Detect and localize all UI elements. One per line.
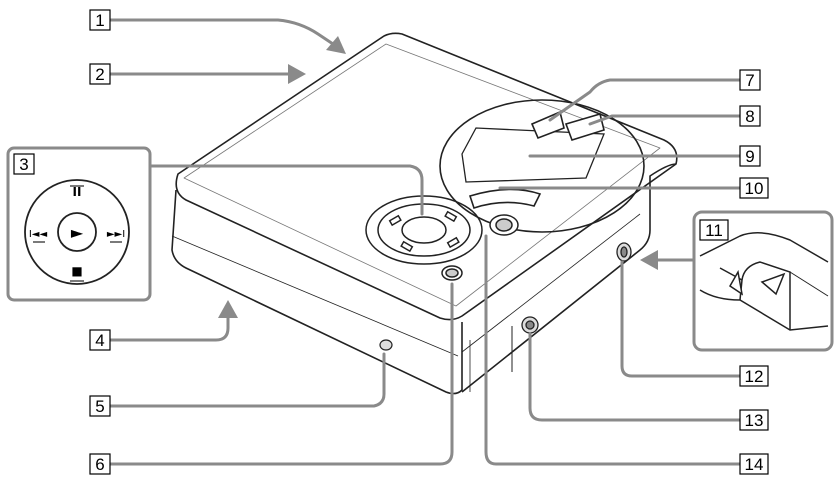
callout-6: 6 xyxy=(89,453,111,475)
arrowhead-11 xyxy=(640,250,658,270)
button-14[interactable] xyxy=(489,214,519,236)
jack-13 xyxy=(521,316,539,334)
display-button-8[interactable] xyxy=(564,112,605,141)
callout-2: 2 xyxy=(89,63,111,85)
display-button-7[interactable] xyxy=(530,110,565,140)
inset-stop-symbol: ■ xyxy=(71,264,82,278)
callout-13: 13 xyxy=(739,409,769,431)
svg-text:4: 4 xyxy=(95,331,104,350)
inset-controls: ► II ■ I◄◄ ►►I xyxy=(6,146,152,302)
callout-4: 4 xyxy=(89,329,111,351)
callout-lines xyxy=(108,18,742,466)
inset-pause-symbol: II xyxy=(73,185,82,199)
device-front-face xyxy=(171,189,463,395)
callout-9: 9 xyxy=(739,145,761,167)
callout-3: 3 xyxy=(13,153,35,175)
control-center-button[interactable] xyxy=(401,216,447,244)
callout-7: 7 xyxy=(739,69,761,91)
callout-8: 8 xyxy=(739,105,761,127)
callout-arrowheads xyxy=(218,36,658,318)
callout-5: 5 xyxy=(89,395,111,417)
inset-prev-symbol: I◄◄ xyxy=(29,229,48,240)
arrowhead-1 xyxy=(326,36,346,54)
svg-text:6: 6 xyxy=(95,455,104,474)
callout-10: 10 xyxy=(739,177,769,199)
callout-11: 11 xyxy=(699,219,729,241)
callout-14: 14 xyxy=(739,453,769,475)
release-tab-right xyxy=(760,272,786,296)
arrowhead-4 xyxy=(218,300,238,318)
display-button-10[interactable] xyxy=(468,188,542,210)
inset-play-symbol: ► xyxy=(71,223,84,242)
device-top-lid xyxy=(175,32,678,321)
display-assembly xyxy=(439,99,645,233)
inset-side-detail xyxy=(692,210,834,352)
callout-1: 1 xyxy=(89,9,111,31)
svg-text:11: 11 xyxy=(705,221,723,240)
inset-next-symbol: ►►I xyxy=(107,229,125,240)
device-side-face xyxy=(461,163,677,393)
callout-12: 12 xyxy=(739,365,769,387)
display-window-rim xyxy=(439,99,645,233)
control-ring-on-device xyxy=(365,195,483,265)
svg-text:7: 7 xyxy=(745,71,754,90)
jack-5 xyxy=(379,339,393,351)
arrowhead-2 xyxy=(288,64,306,84)
svg-text:2: 2 xyxy=(95,65,104,84)
svg-text:3: 3 xyxy=(19,155,28,174)
svg-text:1: 1 xyxy=(95,11,104,30)
svg-text:5: 5 xyxy=(95,397,104,416)
callout-boxes: 1 2 3 4 5 6 7 8 xyxy=(13,9,769,475)
release-tab-left xyxy=(729,269,744,296)
svg-text:12: 12 xyxy=(745,367,764,386)
button-6[interactable] xyxy=(441,265,463,281)
device-body xyxy=(171,32,678,395)
svg-text:14: 14 xyxy=(745,455,764,474)
jack-12 xyxy=(616,242,632,262)
svg-text:8: 8 xyxy=(745,107,754,126)
svg-text:9: 9 xyxy=(745,147,754,166)
svg-text:13: 13 xyxy=(745,411,764,430)
svg-text:10: 10 xyxy=(745,179,764,198)
